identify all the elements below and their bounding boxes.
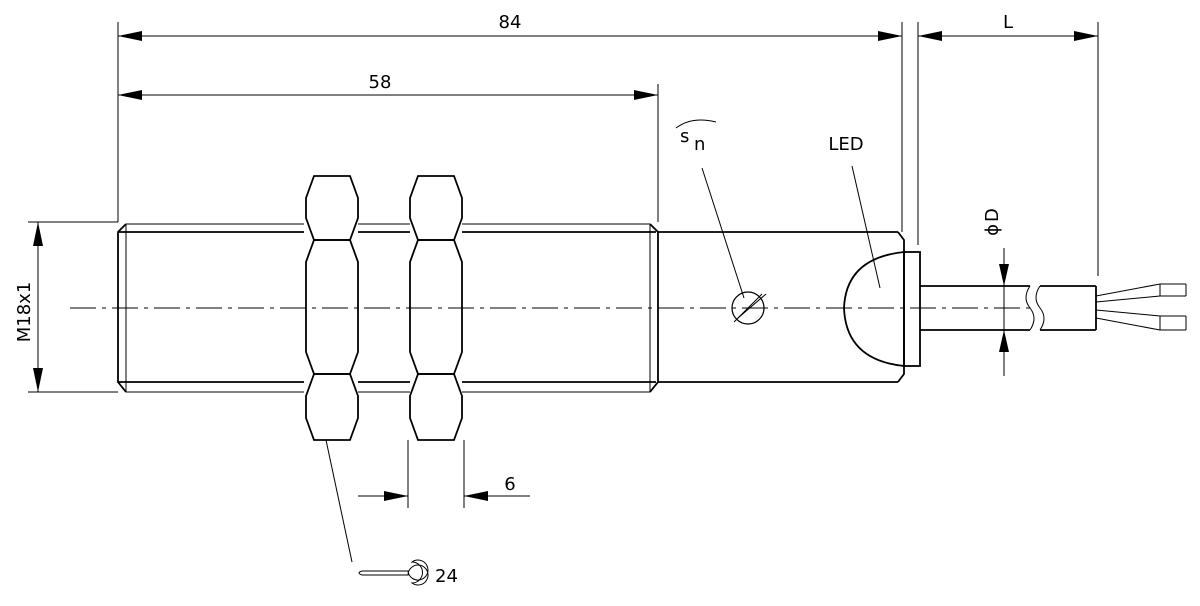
diameter-symbol: ϕ — [982, 224, 1003, 236]
led-callout: LED — [828, 134, 881, 289]
hex-nut-1 — [305, 175, 359, 441]
overall-length-label: 84 — [499, 12, 522, 33]
dimension-thread-length: 58 — [118, 72, 659, 222]
sensing-point: s n — [675, 119, 767, 325]
cable — [920, 283, 1187, 331]
wire-1 — [1095, 283, 1187, 303]
wrench-callout: 24 — [325, 439, 458, 587]
led-dome — [843, 251, 905, 367]
led-label: LED — [828, 134, 863, 155]
thread-size-label: M18x1 — [14, 282, 35, 343]
dimension-cable-diameter: ϕ D — [982, 208, 1009, 376]
nut-thickness-label: 6 — [504, 474, 515, 495]
cable-diameter-label: D — [982, 208, 1003, 222]
hex-nut-2 — [409, 175, 463, 441]
dimension-cable-length: L — [917, 12, 1099, 276]
thread-length-label: 58 — [369, 72, 392, 93]
dimension-thread-size: M18x1 — [14, 221, 118, 393]
dimension-nut-thickness: 6 — [358, 440, 530, 508]
sensing-distance-s: s — [680, 126, 689, 147]
wrench-icon — [358, 559, 429, 586]
sensing-distance-n: n — [694, 134, 705, 155]
cable-gland — [903, 251, 921, 367]
cable-length-label: L — [1003, 12, 1013, 33]
dimension-overall-length: 84 — [117, 12, 903, 232]
wrench-size-label: 24 — [435, 566, 458, 587]
sensor-housing — [658, 231, 921, 383]
wire-2 — [1095, 309, 1187, 331]
